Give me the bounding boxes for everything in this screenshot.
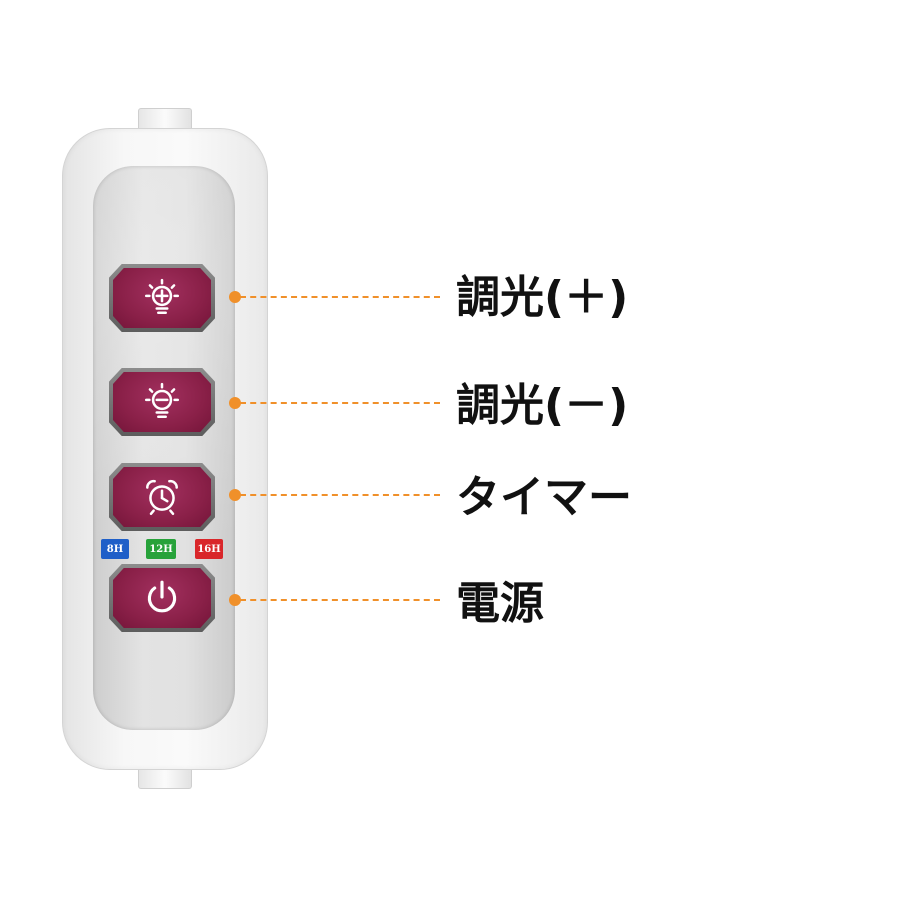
label-timer: タイマー bbox=[456, 472, 632, 523]
label-dim-down: 調光(－) bbox=[456, 380, 629, 431]
dim-down-button[interactable] bbox=[109, 368, 215, 436]
leader-dot-timer bbox=[229, 489, 241, 501]
power-button[interactable] bbox=[109, 564, 215, 632]
leader-line-power bbox=[240, 599, 440, 601]
leader-line-timer bbox=[240, 494, 440, 496]
power-icon bbox=[147, 580, 177, 613]
leader-line-dim-up bbox=[240, 296, 440, 298]
timer-badge-8h: 8H bbox=[101, 539, 129, 559]
bulb-plus-icon bbox=[144, 278, 180, 314]
dim-up-button[interactable] bbox=[109, 264, 215, 332]
timer-badge-12h: 12H bbox=[146, 539, 176, 559]
leader-dot-power bbox=[229, 594, 241, 606]
timer-button[interactable] bbox=[109, 463, 215, 531]
leader-dot-dim-up bbox=[229, 291, 241, 303]
leader-line-dim-down bbox=[240, 402, 440, 404]
timer-badge-16h: 16H bbox=[195, 539, 223, 559]
bulb-minus-icon bbox=[144, 382, 180, 418]
label-dim-up: 調光(＋) bbox=[456, 272, 629, 323]
leader-dot-dim-down bbox=[229, 397, 241, 409]
alarm-clock-icon bbox=[146, 479, 178, 516]
button-panel bbox=[93, 166, 235, 730]
label-power: 電源 bbox=[456, 578, 544, 629]
